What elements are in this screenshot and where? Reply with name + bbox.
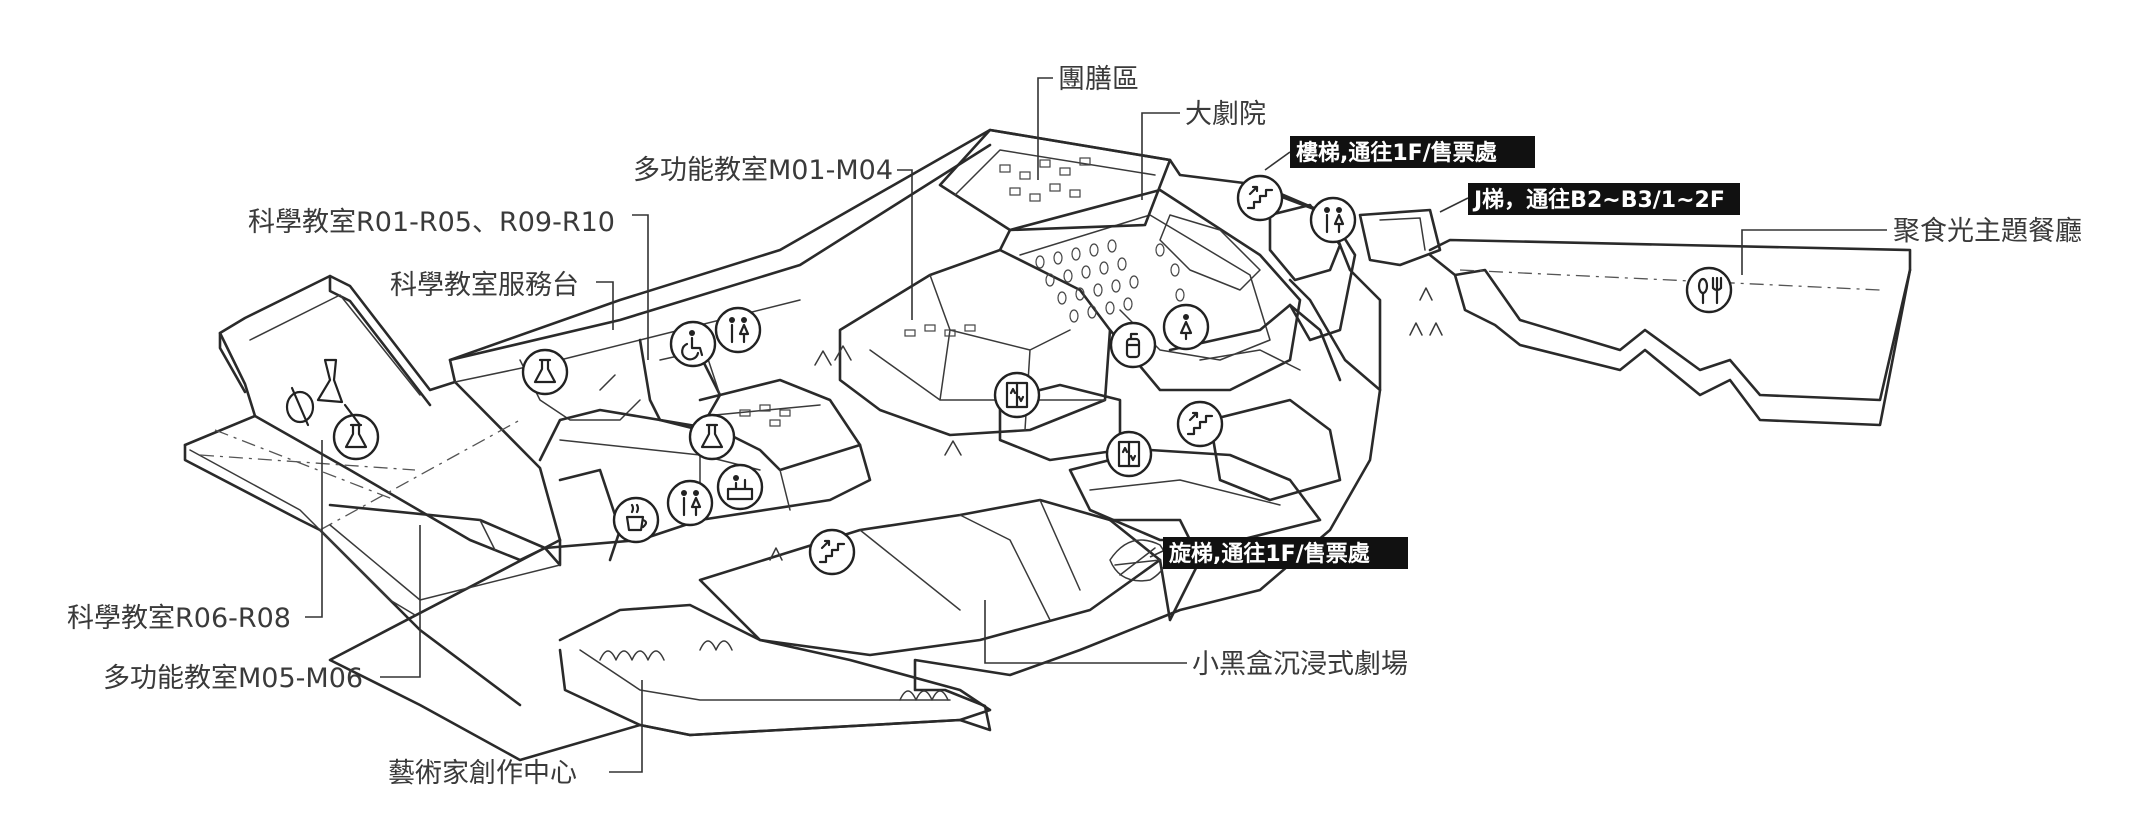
- label-science-service: 科學教室服務台: [390, 270, 579, 301]
- restroom-icon: [1309, 196, 1357, 244]
- tag-stairs-1f: 樓梯,通往1F/售票處: [1296, 140, 1497, 166]
- label-food-court: 聚食光主題餐廳: [1893, 216, 2082, 247]
- stairs-icon: [808, 528, 856, 576]
- stairs-icon: [1176, 400, 1224, 448]
- label-artist-center: 藝術家創作中心: [388, 758, 577, 789]
- science-flask-icon: [521, 348, 569, 396]
- tag-spiral-stairs: 旋梯,通往1F/售票處: [1169, 541, 1370, 567]
- area-labels: 團膳區 大劇院 多功能教室M01-M04 科學教室R01-R05、R09-R10…: [67, 64, 2082, 789]
- restroom-icon: [666, 479, 714, 527]
- direction-tags: 樓梯,通往1F/售票處 J梯，通往B2~B3/1~2F 旋梯,通往1F/售票處: [1163, 136, 1740, 569]
- map-icons: [285, 174, 1733, 576]
- label-multi-m05-m06: 多功能教室M05-M06: [103, 663, 363, 694]
- restroom-icon: [1162, 303, 1210, 351]
- service-desk-icon: [716, 463, 764, 511]
- elevator-icon: [1105, 430, 1153, 478]
- wheelchair-restroom-icon: [669, 320, 717, 368]
- label-science-r06: 科學教室R06-R08: [67, 603, 291, 634]
- fire-extinguisher-icon: [1109, 321, 1157, 369]
- science-flask-icon: [688, 413, 736, 461]
- label-black-box: 小黑盒沉浸式劇場: [1192, 649, 1408, 680]
- label-multi-m01-m04: 多功能教室M01-M04: [633, 155, 893, 186]
- lab-glassware-icon: [285, 358, 362, 427]
- cafe-cup-icon: [612, 496, 660, 544]
- label-science-r01: 科學教室R01-R05、R09-R10: [248, 207, 615, 238]
- stairs-icon: [1236, 174, 1284, 222]
- theater-seats: [599, 157, 1443, 701]
- label-grand-theater: 大劇院: [1185, 99, 1266, 130]
- elevator-icon: [993, 371, 1041, 419]
- science-flask-icon: [332, 413, 380, 461]
- restaurant-icon: [1685, 266, 1733, 314]
- tag-elevator-j: J梯，通往B2~B3/1~2F: [1472, 187, 1725, 213]
- label-catering: 團膳區: [1058, 64, 1139, 95]
- leader-lines: [305, 77, 1887, 773]
- restroom-icon: [714, 306, 762, 354]
